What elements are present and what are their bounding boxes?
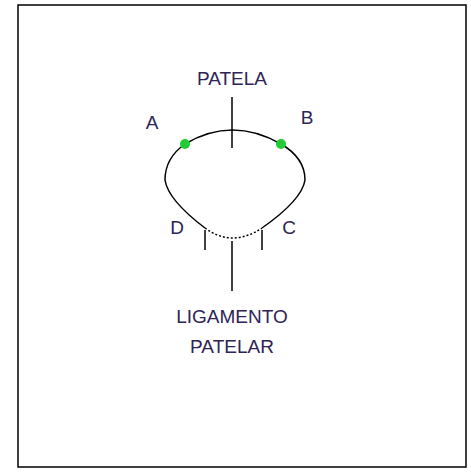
point-marker [276,139,286,149]
point-label: B [292,103,322,133]
patella-apex [205,228,262,238]
leader-line [231,97,233,148]
point-label: D [162,213,192,243]
point-label: A [137,108,167,138]
tick-mark [204,230,206,250]
frame [18,5,466,467]
tick-mark [261,230,263,250]
part-label: PATELA [172,64,292,94]
patella-outline [165,144,205,228]
patella-outline [262,144,305,228]
leader-line [231,241,233,291]
point-marker [180,139,190,149]
patella-outline [185,130,281,144]
part-label: LIGAMENTO PATELAR [147,302,317,362]
point-label: C [274,213,304,243]
